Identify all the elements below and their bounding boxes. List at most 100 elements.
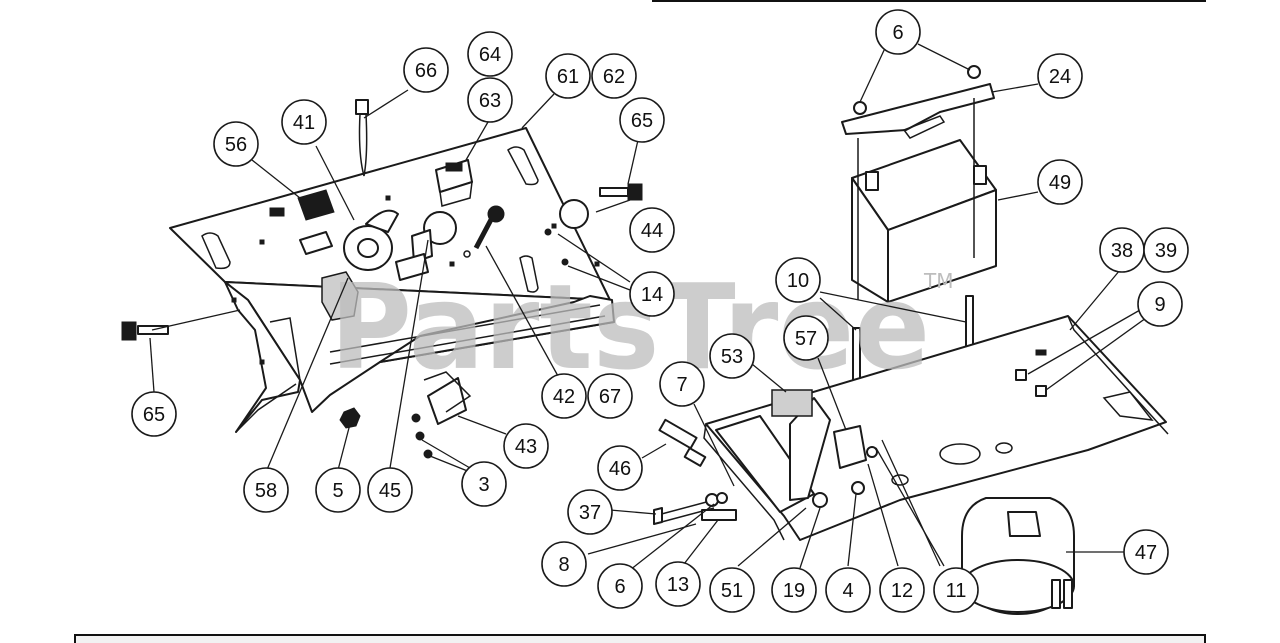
callout-circle bbox=[243, 467, 289, 513]
callout-number: 45 bbox=[379, 480, 401, 502]
callout-circle bbox=[825, 567, 871, 613]
bolt-left-65 bbox=[121, 321, 169, 341]
callout-circle bbox=[875, 9, 921, 55]
callout-circle bbox=[461, 461, 507, 507]
callout-6: 6 bbox=[597, 563, 643, 609]
callout-24: 24 bbox=[1037, 53, 1083, 99]
callout-57: 57 bbox=[783, 315, 829, 361]
callout-number: 64 bbox=[479, 44, 501, 66]
callout-number: 58 bbox=[255, 480, 277, 502]
callout-circle bbox=[619, 97, 665, 143]
callout-circle bbox=[131, 391, 177, 437]
callout-number: 62 bbox=[603, 66, 625, 88]
callout-number: 47 bbox=[1135, 542, 1157, 564]
callout-circle bbox=[403, 47, 449, 93]
bottom-panel-edge bbox=[74, 634, 1206, 643]
callout-61: 61 bbox=[545, 53, 591, 99]
callout-51: 51 bbox=[709, 567, 755, 613]
callout-number: 43 bbox=[515, 436, 537, 458]
callout-circle bbox=[367, 467, 413, 513]
callout-42: 42 bbox=[541, 373, 587, 419]
callout-circle bbox=[541, 541, 587, 587]
callout-number: 6 bbox=[892, 22, 903, 44]
callout-circle bbox=[771, 567, 817, 613]
callout-circle bbox=[1037, 159, 1083, 205]
callout-circle bbox=[591, 53, 637, 99]
battery-assembly bbox=[653, 65, 1169, 615]
battery bbox=[851, 98, 997, 303]
callout-number: 53 bbox=[721, 346, 743, 368]
bolt-right-65 bbox=[599, 183, 643, 201]
callout-number: 65 bbox=[143, 404, 165, 426]
callout-8: 8 bbox=[541, 541, 587, 587]
callout-circle bbox=[213, 121, 259, 167]
light-socket bbox=[355, 99, 369, 177]
callout-circle bbox=[1037, 53, 1083, 99]
knob-44 bbox=[559, 199, 589, 229]
callout-6: 6 bbox=[875, 9, 921, 55]
callout-number: 24 bbox=[1049, 66, 1071, 88]
callout-number: 7 bbox=[676, 374, 687, 396]
callout-number: 49 bbox=[1049, 172, 1071, 194]
callout-13: 13 bbox=[655, 561, 701, 607]
callout-38: 38 bbox=[1099, 227, 1145, 273]
pin bbox=[701, 509, 737, 521]
callout-47: 47 bbox=[1123, 529, 1169, 575]
hour-meter bbox=[435, 159, 473, 207]
callout-circle bbox=[467, 31, 513, 77]
callout-circle bbox=[775, 257, 821, 303]
callout-circle bbox=[503, 423, 549, 469]
callout-number: 4 bbox=[842, 580, 853, 602]
callout-7: 7 bbox=[659, 361, 705, 407]
lever bbox=[473, 205, 505, 250]
callout-45: 45 bbox=[367, 467, 413, 513]
callout-circle bbox=[709, 567, 755, 613]
callout-number: 57 bbox=[795, 328, 817, 350]
callout-67: 67 bbox=[587, 373, 633, 419]
callout-10: 10 bbox=[775, 257, 821, 303]
callout-49: 49 bbox=[1037, 159, 1083, 205]
callout-53: 53 bbox=[709, 333, 755, 379]
callout-14: 14 bbox=[629, 271, 675, 317]
callout-circle bbox=[655, 561, 701, 607]
solenoid bbox=[961, 497, 1075, 615]
callout-circle bbox=[281, 99, 327, 145]
leader-lines bbox=[149, 43, 1147, 571]
callout-number: 44 bbox=[641, 220, 663, 242]
callout-circle bbox=[597, 445, 643, 491]
callout-number: 8 bbox=[558, 554, 569, 576]
callout-65: 65 bbox=[131, 391, 177, 437]
callout-5: 5 bbox=[315, 467, 361, 513]
callout-circle bbox=[1143, 227, 1189, 273]
callout-number: 9 bbox=[1154, 294, 1165, 316]
callout-number: 3 bbox=[478, 474, 489, 496]
callout-11: 11 bbox=[933, 567, 979, 613]
watermark: PartsTree bbox=[330, 258, 930, 396]
callout-circle bbox=[315, 467, 361, 513]
callout-41: 41 bbox=[281, 99, 327, 145]
callout-64: 64 bbox=[467, 31, 513, 77]
callout-circle bbox=[783, 315, 829, 361]
callout-number: 13 bbox=[667, 574, 689, 596]
callout-circle bbox=[587, 373, 633, 419]
callout-44: 44 bbox=[629, 207, 675, 253]
callout-circle bbox=[597, 563, 643, 609]
callout-number: 19 bbox=[783, 580, 805, 602]
callout-63: 63 bbox=[467, 77, 513, 123]
callout-number: 66 bbox=[415, 60, 437, 82]
pedal-bracket bbox=[715, 389, 878, 513]
callout-number: 10 bbox=[787, 270, 809, 292]
battery-tray bbox=[705, 315, 1167, 541]
callout-circle bbox=[629, 271, 675, 317]
callout-number: 5 bbox=[332, 480, 343, 502]
callout-circle bbox=[545, 53, 591, 99]
callout-circle bbox=[1123, 529, 1169, 575]
callout-65: 65 bbox=[619, 97, 665, 143]
callout-66: 66 bbox=[403, 47, 449, 93]
callout-19: 19 bbox=[771, 567, 817, 613]
cable-end bbox=[658, 418, 707, 467]
callout-number: 65 bbox=[631, 110, 653, 132]
callout-number: 41 bbox=[293, 112, 315, 134]
